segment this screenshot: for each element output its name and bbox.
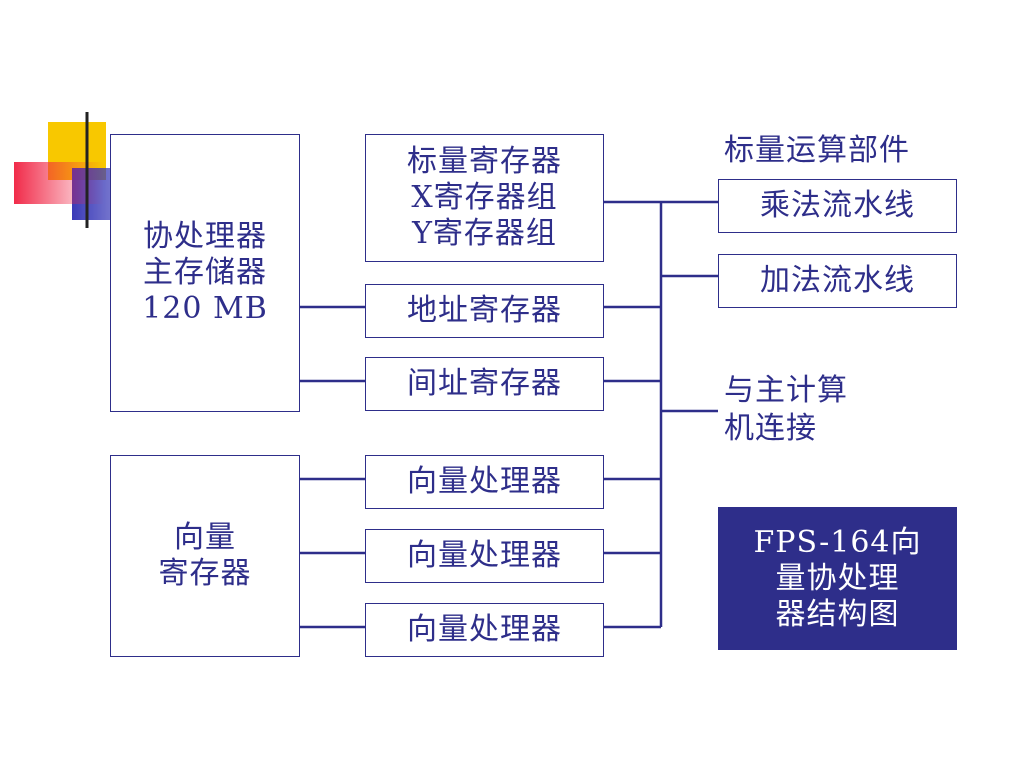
adder-pipeline-box: 加法流水线: [718, 254, 957, 308]
multiplier-pipeline-label: 乘法流水线: [760, 188, 915, 223]
host-link-line-1: 与主计算: [724, 373, 848, 408]
memory-line-3: 120 MB: [142, 291, 268, 326]
vector-processor-box-1: 向量处理器: [365, 455, 604, 509]
indirect-register-box: 间址寄存器: [365, 357, 604, 411]
scalar-register-line-2: X寄存器组: [411, 180, 558, 215]
vector-processor-label: 向量处理器: [407, 464, 562, 499]
scalar-register-line-1: 标量寄存器: [407, 144, 562, 179]
memory-line-2: 主存储器: [143, 255, 267, 290]
memory-line-1: 协处理器: [143, 219, 267, 254]
coprocessor-memory-box: 协处理器 主存储器 120 MB: [110, 134, 300, 412]
scalar-unit-label: 标量运算部件: [724, 133, 910, 168]
address-register-box: 地址寄存器: [365, 284, 604, 338]
vector-processor-box-2: 向量处理器: [365, 529, 604, 583]
adder-pipeline-label: 加法流水线: [760, 263, 915, 298]
indirect-register-label: 间址寄存器: [407, 366, 562, 401]
vector-register-line-1: 向量: [174, 520, 236, 555]
vector-register-box: 向量 寄存器: [110, 455, 300, 657]
scalar-register-box: 标量寄存器 X寄存器组 Y寄存器组: [365, 134, 604, 262]
diagram-title-box: FPS-164向 量协处理 器结构图: [718, 507, 957, 650]
address-register-label: 地址寄存器: [407, 293, 562, 328]
vector-processor-label: 向量处理器: [407, 538, 562, 573]
vector-processor-label: 向量处理器: [407, 612, 562, 647]
scalar-register-line-3: Y寄存器组: [412, 216, 557, 251]
title-line-3: 器结构图: [775, 596, 900, 632]
vector-processor-box-3: 向量处理器: [365, 603, 604, 657]
vector-register-line-2: 寄存器: [158, 556, 252, 591]
deco-red-bar: [14, 162, 104, 204]
host-link-label: 与主计算 机连接: [724, 372, 848, 448]
multiplier-pipeline-box: 乘法流水线: [718, 179, 957, 233]
title-line-2: 量协处理: [775, 560, 900, 596]
title-line-1: FPS-164向: [753, 524, 922, 560]
host-link-line-2: 机连接: [724, 411, 817, 446]
